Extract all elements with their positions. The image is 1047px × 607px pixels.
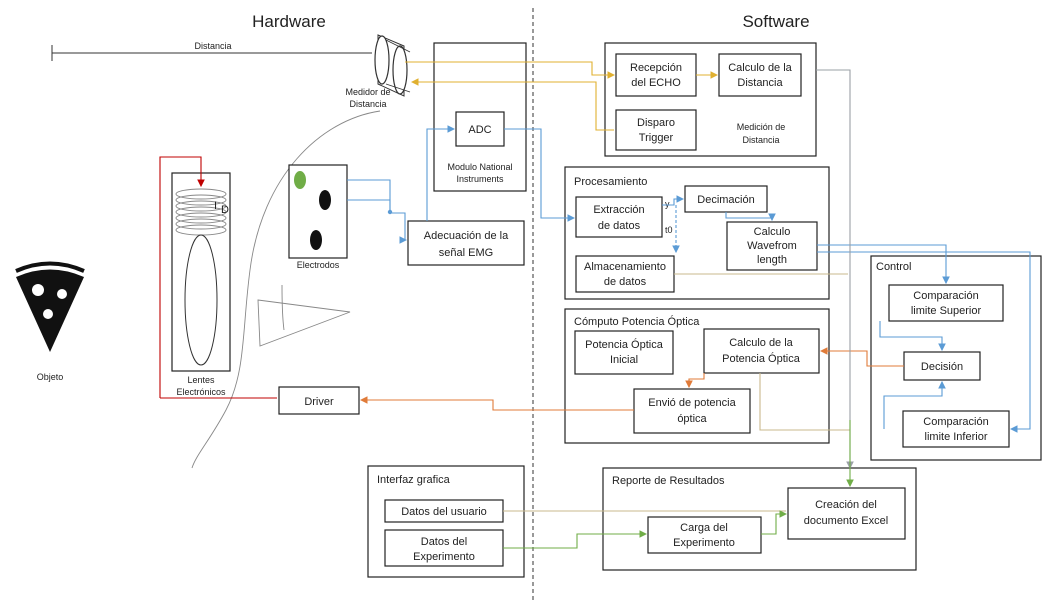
extraccion-label-1: Extracción: [593, 204, 644, 216]
envio-potencia-box: [633, 388, 751, 434]
adc-label: ADC: [468, 124, 491, 136]
medidor-label-2: Distancia: [349, 99, 386, 109]
decimacion-label: Decimación: [697, 194, 754, 206]
comparacion-superior-label-1: Comparación: [913, 290, 978, 302]
comparacion-superior-label-2: limite Superior: [911, 305, 982, 317]
recepcion-label-1: Recepción: [630, 62, 682, 74]
almacenamiento-box: [575, 255, 675, 293]
current-subscript: D: [221, 204, 229, 216]
decimacion-box: [684, 185, 768, 213]
distance-sensor-icon: [374, 34, 411, 97]
modulo-label-1: Modulo National: [447, 162, 512, 172]
computo-title: Cómputo Potencia Óptica: [574, 315, 700, 328]
creacion-excel-label-2: documento Excel: [804, 515, 888, 527]
recepcion-box: [615, 53, 697, 97]
electrode-1: [319, 190, 331, 210]
comparacion-inferior-label-1: Comparación: [923, 416, 988, 428]
decision-label: Decisión: [921, 361, 963, 373]
calculo-distancia-label-2: Distancia: [737, 77, 783, 89]
connectors: [159, 61, 1031, 549]
wavefrom-label-2: Wavefrom: [747, 240, 797, 252]
distance-label: Distancia: [194, 41, 231, 51]
medidor-label-1: Medidor de: [345, 87, 390, 97]
carga-experimento-label-1: Carga del: [680, 522, 728, 534]
calculo-distancia-label-1: Calculo de la: [728, 62, 792, 74]
software-heading: Software: [742, 12, 809, 31]
disparo-box: [615, 109, 697, 151]
datos-usuario-label: Datos del usuario: [401, 506, 487, 518]
potencia-inicial-label-2: Inicial: [610, 354, 638, 366]
hardware-heading: Hardware: [252, 12, 326, 31]
interfaz-title: Interfaz grafica: [377, 474, 451, 486]
adecuacion-label-2: señal EMG: [439, 247, 493, 259]
comparacion-superior-box: [888, 284, 1004, 322]
envio-potencia-label-1: Envió de potencia: [648, 397, 736, 409]
disparo-label-1: Disparo: [637, 117, 675, 129]
modulo-label-2: Instruments: [456, 174, 504, 184]
lenses-box: [171, 172, 231, 372]
electrode-2: [310, 230, 322, 250]
current-symbol: I: [214, 200, 217, 212]
distance-ruler: Distancia: [51, 41, 372, 61]
extraccion-box: [575, 196, 663, 238]
wavefrom-box: [726, 221, 818, 271]
adecuacion-label-1: Adecuación de la: [424, 230, 509, 242]
lens-icon: [184, 234, 218, 366]
carga-experimento-label-2: Experimento: [673, 537, 735, 549]
object-label: Objeto: [37, 372, 64, 382]
comparacion-inferior-box: [902, 410, 1010, 448]
disparo-label-2: Trigger: [639, 132, 674, 144]
y-port-label: y: [665, 199, 670, 209]
medicion-title-2: Distancia: [742, 135, 779, 145]
electrodes-label: Electrodos: [297, 260, 340, 270]
ground-electrode: [294, 171, 306, 189]
potencia-inicial-box: [574, 330, 674, 375]
t0-port-label: t0: [665, 225, 673, 235]
driver-box: [278, 386, 360, 415]
wavefrom-label-1: Calculo: [754, 226, 791, 238]
driver-label: Driver: [304, 396, 334, 408]
control-title: Control: [876, 261, 911, 273]
nose-outline: [257, 299, 351, 347]
calculo-potencia-label-1: Calculo de la: [729, 337, 793, 349]
creacion-excel-box: [787, 487, 906, 540]
coil-icon: [175, 188, 227, 236]
procesamiento-title: Procesamiento: [574, 176, 647, 188]
wavefrom-label-3: length: [757, 254, 787, 266]
creacion-excel-label-1: Creación del: [815, 499, 877, 511]
comparacion-inferior-label-2: limite Inferior: [925, 431, 988, 443]
medicion-title-1: Medición de: [737, 122, 786, 132]
potencia-inicial-label-1: Potencia Óptica: [585, 338, 664, 351]
calculo-potencia-label-2: Potencia Óptica: [722, 352, 801, 365]
almacenamiento-label-1: Almacenamiento: [584, 261, 666, 273]
eye-outline: [281, 284, 285, 331]
datos-experimento-box: [384, 529, 504, 567]
lenses-label-2: Electrónicos: [176, 387, 226, 397]
reporte-title: Reporte de Resultados: [612, 475, 725, 487]
carga-experimento-box: [647, 516, 762, 554]
recepcion-label-2: del ECHO: [631, 77, 681, 89]
object-icon: [15, 261, 85, 352]
adecuacion-box: [407, 220, 525, 266]
datos-experimento-label-1: Datos del: [421, 536, 467, 548]
extraccion-label-2: de datos: [598, 220, 641, 232]
datos-experimento-label-2: Experimento: [413, 551, 475, 563]
lenses-label-1: Lentes: [187, 375, 215, 385]
envio-potencia-label-2: óptica: [677, 413, 707, 425]
head-outline: [191, 110, 381, 469]
calculo-potencia-box: [703, 328, 820, 374]
almacenamiento-label-2: de datos: [604, 276, 647, 288]
calculo-distancia-box: [718, 53, 802, 97]
